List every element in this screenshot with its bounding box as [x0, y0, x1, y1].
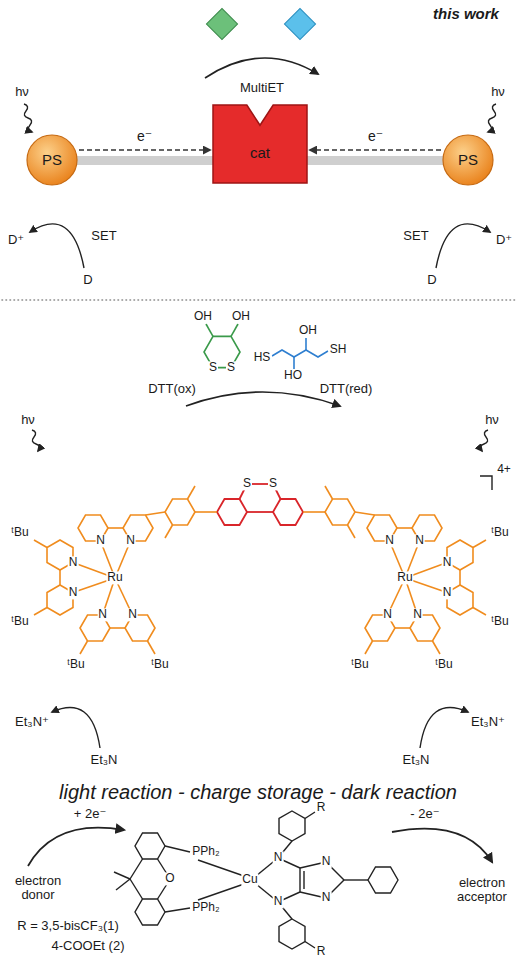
circle-shape: [443, 135, 493, 185]
text-label: D: [82, 273, 93, 287]
atom-label: N: [273, 851, 284, 864]
text-label: hν: [20, 413, 36, 427]
note-label: electron donor: [5, 874, 71, 903]
edge-label: e⁻: [136, 129, 153, 144]
atom-label: PPh₂: [191, 901, 220, 914]
atom-label: R: [316, 801, 327, 814]
atom-label: N: [125, 534, 136, 547]
atom-label: ᵗBu: [434, 658, 453, 671]
caption-label: light reaction - charge storage - dark r…: [58, 781, 458, 803]
text-label: Et₃N⁺: [470, 715, 506, 729]
text-label: Et₃N: [90, 753, 119, 767]
atom-label: Cu: [241, 873, 258, 886]
text-label: D⁺: [7, 233, 25, 247]
atom-label: PPh₂: [191, 845, 220, 858]
text-label: hν: [14, 85, 30, 99]
circle-shape: [27, 135, 77, 185]
text-label: + 2e⁻: [73, 807, 108, 821]
node-text: PS: [42, 151, 62, 168]
text-label: Et₃N: [402, 753, 431, 767]
photosensitizer-circle: PS: [442, 134, 494, 186]
catalyst-shape: cat: [213, 105, 307, 183]
text-label: MultiET: [239, 81, 285, 95]
atom-label: N: [321, 891, 332, 904]
node-text: PS: [458, 151, 478, 168]
atom-label: N: [68, 586, 79, 599]
node-text: cat: [250, 144, 270, 161]
electron-transfer-arrow: [79, 149, 210, 151]
atom-label: 4+: [496, 463, 512, 476]
text-label: DTT(ox): [147, 382, 197, 396]
note-label: electron acceptor: [449, 876, 515, 905]
atom-label: R: [316, 945, 327, 958]
atom-label: N: [414, 534, 425, 547]
atom-label: ᵗBu: [10, 615, 29, 628]
atom-label: ᵗBu: [490, 526, 509, 539]
atom-label: ᵗBu: [10, 526, 29, 539]
atom-label: N: [97, 608, 108, 621]
text-label: D⁺: [495, 233, 513, 247]
atom-label: ᵗBu: [350, 658, 369, 671]
atom-label: S: [268, 477, 278, 490]
atom-label: Ru: [106, 571, 123, 584]
atom-label: N: [95, 534, 106, 547]
atom-label: ᵗBu: [490, 615, 509, 628]
atom-label: N: [321, 855, 332, 868]
text-label: R = 3,5-bisCF₃(1): [16, 919, 120, 933]
text-label: D: [426, 273, 437, 287]
atom-label: ᵗBu: [66, 658, 85, 671]
atom-label: S: [208, 361, 218, 374]
atom-label: S: [242, 477, 252, 490]
photosensitizer-circle: PS: [26, 134, 78, 186]
atom-label: N: [442, 556, 453, 569]
text-label: SET: [90, 229, 117, 243]
atom-label: N: [382, 608, 393, 621]
atom-label: N: [273, 895, 284, 908]
atom-label: S: [226, 361, 236, 374]
text-label: hν: [484, 413, 500, 427]
atom-label: N: [442, 586, 453, 599]
text-label: 4-COOEt (2): [51, 939, 126, 953]
atom-label: N: [68, 556, 79, 569]
heading-label: this work: [432, 6, 500, 23]
atom-label: OH: [193, 310, 213, 323]
edge-label: e⁻: [367, 129, 384, 144]
atom-label: HS: [253, 351, 272, 364]
atom-label: OH: [231, 310, 251, 323]
atom-label: N: [384, 534, 395, 547]
atom-label: SH: [329, 343, 348, 356]
text-label: DTT(red): [319, 382, 374, 396]
atom-label: N: [127, 608, 138, 621]
atom-label: Ru: [396, 571, 413, 584]
atom-label: OH: [298, 324, 318, 337]
atom-label: ᵗBu: [150, 658, 169, 671]
text-label: Et₃N⁺: [14, 715, 50, 729]
atom-label: HO: [283, 369, 303, 382]
atom-label: N: [412, 608, 423, 621]
text-label: hν: [490, 85, 506, 99]
text-label: - 2e⁻: [409, 807, 440, 821]
text-label: SET: [402, 229, 429, 243]
notched-outline: [213, 105, 307, 183]
atom-label: O: [164, 872, 175, 885]
notched-shape: [213, 105, 307, 183]
electron-transfer-arrow: [310, 149, 441, 151]
